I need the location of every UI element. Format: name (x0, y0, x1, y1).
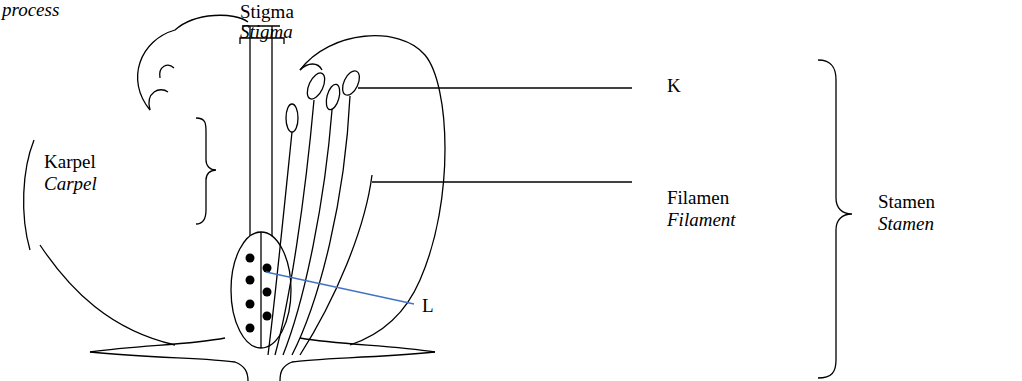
leader-line (358, 87, 632, 88)
petal-outline (300, 36, 445, 345)
ovule-dots (246, 254, 272, 333)
part-label: process (2, 0, 59, 21)
leader-line (372, 181, 632, 182)
sepal-outline (90, 338, 225, 352)
petal-outline (149, 90, 168, 110)
style-line (249, 26, 250, 236)
part-label: Stigma (240, 22, 293, 43)
anther (304, 70, 329, 101)
petal-outline (138, 15, 248, 110)
part-label: Stigma (240, 2, 294, 23)
filament (268, 132, 292, 355)
receptacle-outline (90, 352, 248, 381)
sepal-outline (300, 338, 435, 352)
style-line (271, 26, 272, 236)
anther (286, 104, 298, 132)
part-label: L (422, 296, 434, 317)
ovary-outline (231, 232, 291, 348)
filament (292, 96, 350, 355)
receptacle-outline (280, 352, 435, 381)
part-label: Carpel (44, 174, 97, 195)
anther (324, 83, 342, 111)
part-label: Filamen (667, 188, 729, 209)
petal-outline (24, 140, 34, 250)
petal-outline (40, 245, 175, 345)
petal-outline (300, 64, 322, 70)
part-label: Filament (667, 210, 736, 231)
stamen-brace (818, 60, 852, 378)
part-label: Karpel (44, 152, 96, 173)
filament (300, 175, 372, 355)
part-label: K (667, 76, 681, 97)
ovary-septum (260, 232, 261, 348)
petal-outline (160, 65, 174, 78)
leader-line (266, 272, 414, 304)
carpel-brace (196, 118, 216, 224)
anther (339, 68, 363, 97)
part-label: Stamen (878, 214, 934, 235)
part-label: Stamen (878, 192, 935, 213)
